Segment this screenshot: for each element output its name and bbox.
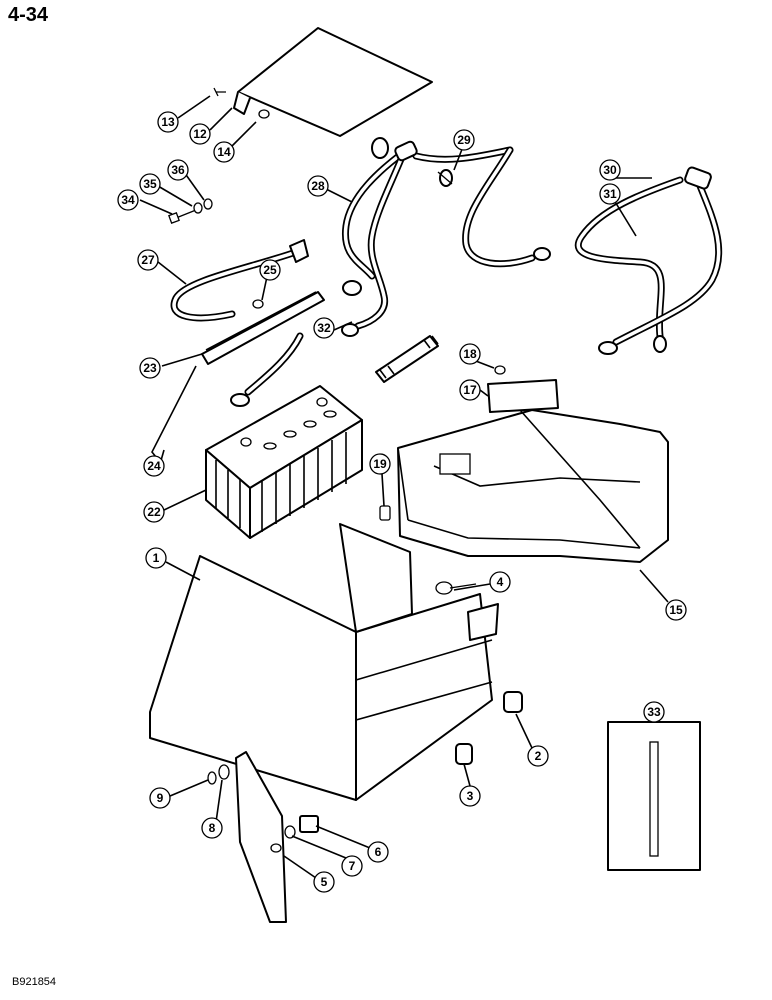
svg-text:33: 33 bbox=[647, 705, 661, 719]
battery-shield bbox=[397, 409, 669, 563]
callout-25: 25 bbox=[259, 259, 281, 281]
svg-text:25: 25 bbox=[263, 263, 277, 277]
callout-22: 22 bbox=[143, 501, 165, 523]
svg-text:14: 14 bbox=[217, 145, 231, 159]
svg-text:35: 35 bbox=[143, 177, 157, 191]
svg-text:9: 9 bbox=[157, 791, 164, 805]
callout-28: 28 bbox=[307, 175, 329, 197]
callout-7: 7 bbox=[341, 855, 363, 877]
svg-text:7: 7 bbox=[349, 859, 356, 873]
callout-29: 29 bbox=[453, 129, 475, 151]
svg-text:23: 23 bbox=[143, 361, 157, 375]
spring-connector bbox=[375, 335, 439, 383]
catalog-code: B921854 bbox=[12, 976, 57, 988]
callout-27: 27 bbox=[137, 249, 159, 271]
callout-36: 36 bbox=[167, 159, 189, 181]
callout-33: 33 bbox=[643, 701, 665, 723]
cover-plate-small bbox=[487, 365, 559, 413]
terminal-nut bbox=[437, 169, 453, 187]
svg-text:12: 12 bbox=[193, 127, 207, 141]
clip bbox=[379, 505, 391, 521]
svg-text:13: 13 bbox=[161, 115, 175, 129]
bracket-bolt bbox=[284, 815, 319, 839]
starter-cable-set bbox=[574, 166, 723, 355]
callout-8: 8 bbox=[201, 817, 223, 839]
battery-cable-set bbox=[341, 137, 551, 337]
callout-15: 15 bbox=[665, 599, 687, 621]
decal-box bbox=[607, 721, 701, 871]
svg-text:17: 17 bbox=[463, 383, 477, 397]
ground-strap-cable bbox=[170, 239, 309, 407]
page-number: 4-34 bbox=[8, 4, 49, 26]
svg-text:31: 31 bbox=[603, 187, 617, 201]
callout-23: 23 bbox=[139, 357, 161, 379]
callout-5: 5 bbox=[313, 871, 335, 893]
callout-30: 30 bbox=[599, 159, 621, 181]
svg-text:22: 22 bbox=[147, 505, 161, 519]
callout-34: 34 bbox=[117, 189, 139, 211]
svg-text:18: 18 bbox=[463, 347, 477, 361]
callout-35: 35 bbox=[139, 173, 161, 195]
svg-text:3: 3 bbox=[467, 789, 474, 803]
svg-text:29: 29 bbox=[457, 133, 471, 147]
svg-text:27: 27 bbox=[141, 253, 155, 267]
callout-6: 6 bbox=[367, 841, 389, 863]
callout-12: 12 bbox=[189, 123, 211, 145]
svg-text:24: 24 bbox=[147, 459, 161, 473]
callout-4: 4 bbox=[489, 571, 511, 593]
svg-text:28: 28 bbox=[311, 179, 325, 193]
battery bbox=[205, 385, 363, 539]
battery-tray bbox=[149, 523, 499, 801]
mounting-bracket bbox=[235, 751, 287, 923]
callout-32: 32 bbox=[313, 317, 335, 339]
svg-text:8: 8 bbox=[209, 821, 216, 835]
svg-text:36: 36 bbox=[171, 163, 185, 177]
svg-text:2: 2 bbox=[535, 749, 542, 763]
callout-14: 14 bbox=[213, 141, 235, 163]
spacers bbox=[455, 691, 523, 765]
callout-24: 24 bbox=[143, 455, 165, 477]
svg-text:1: 1 bbox=[153, 551, 160, 565]
callout-2: 2 bbox=[527, 745, 549, 767]
callout-18: 18 bbox=[459, 343, 481, 365]
svg-text:5: 5 bbox=[321, 875, 328, 889]
svg-text:4: 4 bbox=[497, 575, 504, 589]
svg-text:34: 34 bbox=[121, 193, 135, 207]
svg-text:6: 6 bbox=[375, 845, 382, 859]
svg-text:30: 30 bbox=[603, 163, 617, 177]
callout-19: 19 bbox=[369, 453, 391, 475]
callout-17: 17 bbox=[459, 379, 481, 401]
svg-text:15: 15 bbox=[669, 603, 683, 617]
callout-9: 9 bbox=[149, 787, 171, 809]
svg-text:32: 32 bbox=[317, 321, 331, 335]
nut-washer bbox=[207, 764, 230, 785]
battery-hold-down bbox=[151, 291, 325, 463]
battery-cover-plate bbox=[213, 27, 433, 137]
callout-31: 31 bbox=[599, 183, 621, 205]
callout-1: 1 bbox=[145, 547, 167, 569]
svg-text:19: 19 bbox=[373, 457, 387, 471]
bolt-washer-nut-set bbox=[168, 198, 213, 224]
callout-13: 13 bbox=[157, 111, 179, 133]
callout-3: 3 bbox=[459, 785, 481, 807]
leader-lines bbox=[139, 95, 669, 879]
